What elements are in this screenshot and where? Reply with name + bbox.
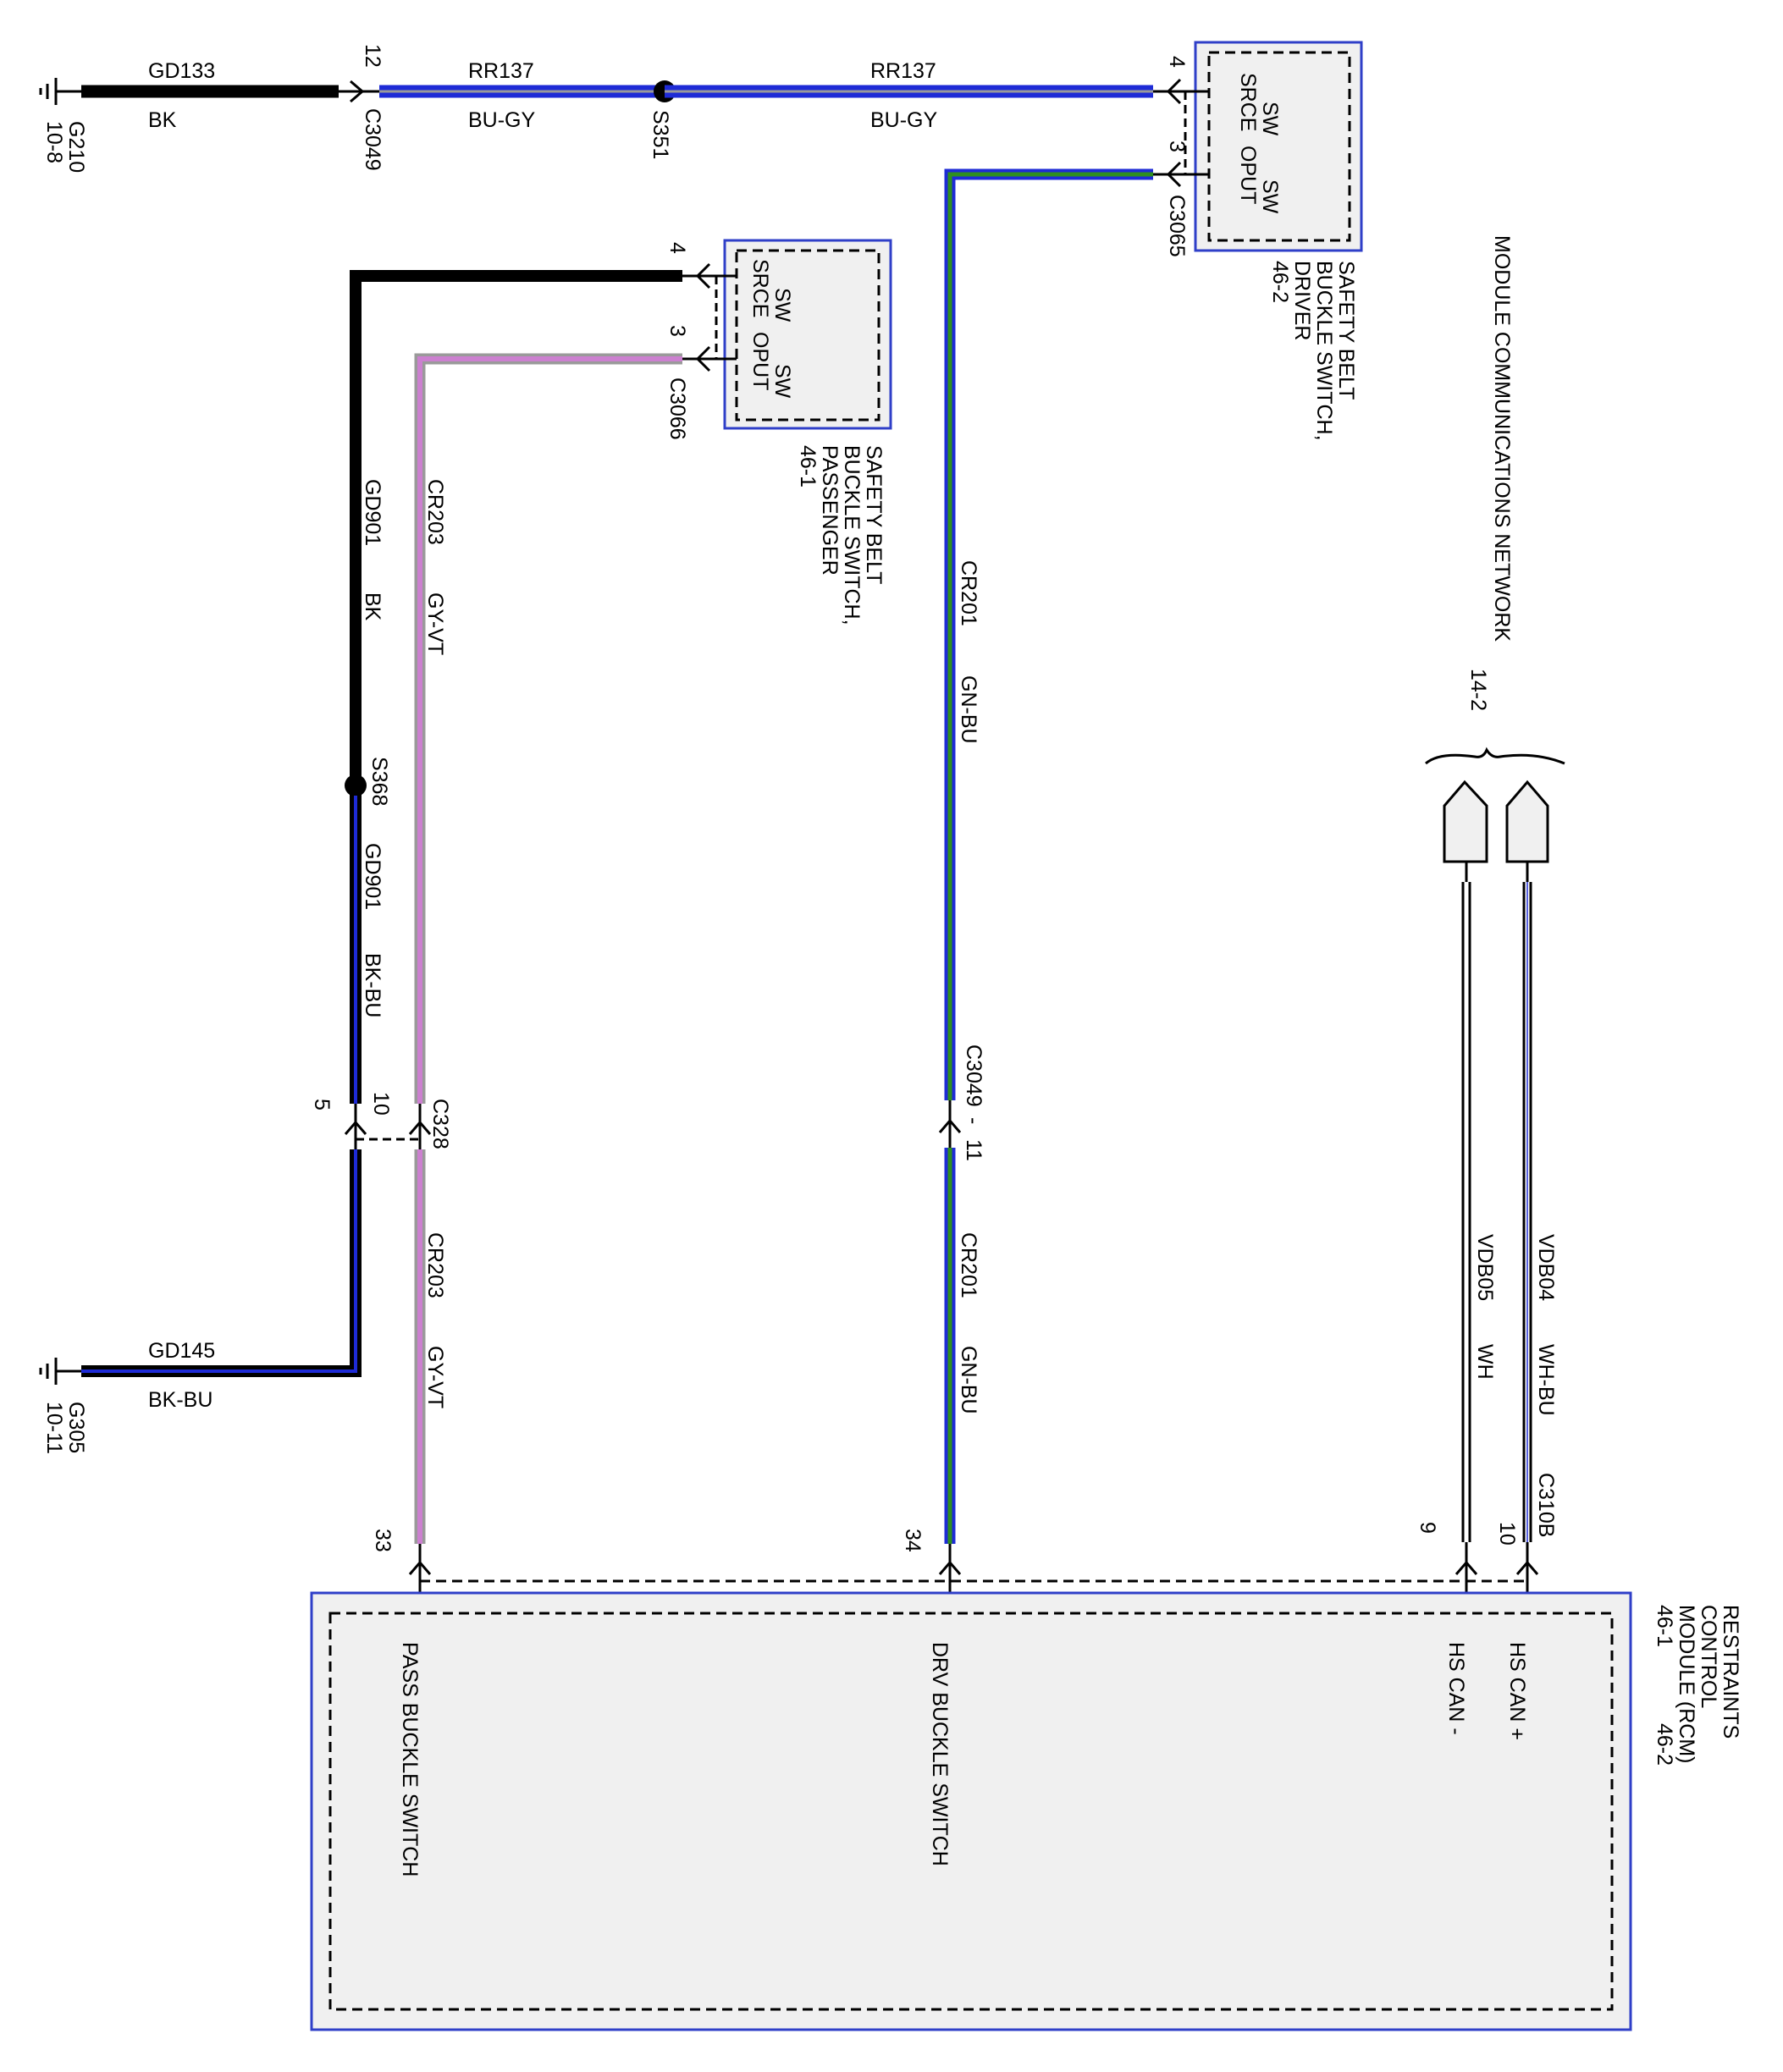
passenger-switch-title-3: PASSENGER — [818, 445, 842, 576]
wire-gd133-circuit: GD133 — [148, 59, 215, 83]
wire-cr201-a-circuit: CR201 — [957, 560, 980, 626]
driver-switch-sw1-srce: SRCE — [1236, 73, 1260, 131]
wire-cr201-b-color: GN-BU — [957, 1346, 980, 1414]
driver-switch-title-2: BUCKLE SWITCH, — [1312, 261, 1336, 441]
wire-gd145-circuit: GD145 — [148, 1339, 215, 1363]
connector-c3049-mid-dash: - — [962, 1117, 985, 1124]
connector-c3049-mid — [938, 1100, 962, 1148]
connector-c3049-top — [339, 80, 379, 103]
network-ref: 14-2 — [1466, 669, 1490, 711]
splice-s351-label: S351 — [649, 110, 672, 159]
connector-c3066-pin-top: 4 — [665, 242, 689, 254]
wire-gd901-a — [350, 270, 682, 785]
connector-c3066-pin-bottom: 3 — [665, 325, 689, 337]
rcm-pin-hs-can-plus: HS CAN + — [1505, 1642, 1529, 1740]
connector-c328-pin-10: 10 — [369, 1092, 393, 1116]
connector-c3065-name: C3065 — [1165, 195, 1189, 257]
wire-cr203-a-circuit: CR203 — [423, 479, 447, 545]
driver-buckle-switch — [1153, 41, 1363, 252]
wire-gd901-b-circuit: GD901 — [361, 843, 384, 910]
rcm-title-1: RESTRAINTS — [1719, 1605, 1742, 1739]
rcm-pin-drv-buckle-switch: DRV BUCKLE SWITCH — [928, 1642, 952, 1866]
connector-c3066-name: C3066 — [665, 377, 689, 440]
ground-g210 — [39, 78, 81, 105]
rcm-pin-33: 33 — [371, 1529, 395, 1552]
network-arrow-hs-can-plus — [1505, 780, 1549, 863]
driver-switch-ref: 46-2 — [1268, 261, 1292, 303]
wire-cr201-a — [944, 168, 1153, 1100]
connector-c3049-top-pin: 12 — [361, 44, 384, 68]
driver-switch-title-1: SAFETY BELT — [1334, 261, 1358, 400]
wire-vdb04-circuit: VDB04 — [1534, 1234, 1558, 1301]
rcm-pin-34: 34 — [901, 1529, 925, 1552]
connector-c3065-pin-top: 4 — [1165, 56, 1189, 68]
ground-g210-label: G210 — [64, 121, 88, 173]
rcm-pin-hs-can-minus: HS CAN - — [1444, 1642, 1468, 1735]
connector-c328-pin-5: 5 — [310, 1099, 334, 1110]
wire-cr203-a-color: GY-VT — [423, 592, 447, 655]
driver-switch-sw1: SW — [1258, 102, 1282, 136]
wire-cr201-a-color: GN-BU — [957, 675, 980, 744]
ground-g305-ref: 10-11 — [42, 1402, 66, 1454]
passenger-switch-sw2-oput: OPUT — [748, 332, 772, 390]
network-title: MODULE COMMUNICATIONS NETWORK — [1490, 235, 1514, 642]
wire-gd901-b-color: BK-BU — [361, 953, 384, 1017]
network-bracket — [1425, 747, 1565, 765]
passenger-switch-title-1: SAFETY BELT — [862, 445, 886, 584]
wire-gd901-a-color: BK — [361, 592, 384, 621]
connector-c328 — [344, 1104, 432, 1149]
rcm-title-3: MODULE (RCM) — [1675, 1605, 1698, 1764]
driver-switch-sw2-oput: OPUT — [1236, 146, 1260, 204]
connector-c310b-pin-9: 9 — [1416, 1522, 1439, 1534]
wire-gd901-a-circuit: GD901 — [361, 479, 384, 546]
network-arrow-hs-can-minus — [1443, 780, 1488, 863]
wire-vdb04-color: WH-BU — [1534, 1344, 1558, 1416]
connector-c3065-pin-bottom: 3 — [1165, 141, 1189, 152]
wire-rr137-a-circuit: RR137 — [468, 59, 534, 83]
rcm-ref-1: 46-1 — [1653, 1605, 1676, 1647]
wire-cr203-b-color: GY-VT — [423, 1346, 447, 1408]
wire-vdb05-circuit: VDB05 — [1473, 1234, 1497, 1301]
rcm-title-2: CONTROL — [1697, 1605, 1720, 1708]
splice-s368-label: S368 — [367, 757, 391, 806]
rcm-module — [310, 1591, 1632, 2031]
wire-vdb05-color: WH — [1473, 1344, 1497, 1380]
wire-gd145-color: BK-BU — [148, 1388, 213, 1412]
wire-cr201-b-circuit: CR201 — [957, 1232, 980, 1298]
passenger-buckle-switch — [682, 239, 892, 430]
wire-gd145 — [81, 1149, 362, 1377]
connector-c310b-name: C310B — [1534, 1473, 1558, 1537]
rcm-ref-2: 46-2 — [1653, 1723, 1676, 1766]
passenger-switch-title-2: BUCKLE SWITCH, — [840, 445, 864, 625]
wire-cr203-b-circuit: CR203 — [423, 1232, 447, 1298]
ground-g305-label: G305 — [64, 1402, 88, 1453]
wire-rr137-b-color: BU-GY — [870, 108, 938, 132]
connector-c3049-top-name: C3049 — [361, 108, 384, 171]
driver-switch-title-3: DRIVER — [1290, 261, 1314, 340]
connector-c328-name: C328 — [428, 1099, 452, 1149]
passenger-switch-sw1-srce: SRCE — [748, 259, 772, 317]
passenger-switch-sw2: SW — [770, 364, 794, 399]
passenger-switch-sw1: SW — [770, 288, 794, 322]
wire-gd133-color: BK — [148, 108, 177, 132]
rcm-pin-pass-buckle-switch: PASS BUCKLE SWITCH — [398, 1642, 422, 1876]
connector-c3049-mid-name: C3049 — [962, 1044, 985, 1107]
ground-g305 — [39, 1358, 81, 1385]
ground-g210-ref: 10-8 — [42, 121, 66, 163]
connector-c3049-mid-pin: 11 — [962, 1139, 985, 1161]
driver-switch-sw2: SW — [1258, 179, 1282, 214]
wire-rr137-b-circuit: RR137 — [870, 59, 936, 83]
passenger-switch-ref: 46-1 — [796, 445, 820, 488]
wire-rr137-a-color: BU-GY — [468, 108, 536, 132]
wire-cr203-a — [414, 353, 682, 1104]
connector-c310b-pin-10: 10 — [1495, 1522, 1519, 1546]
